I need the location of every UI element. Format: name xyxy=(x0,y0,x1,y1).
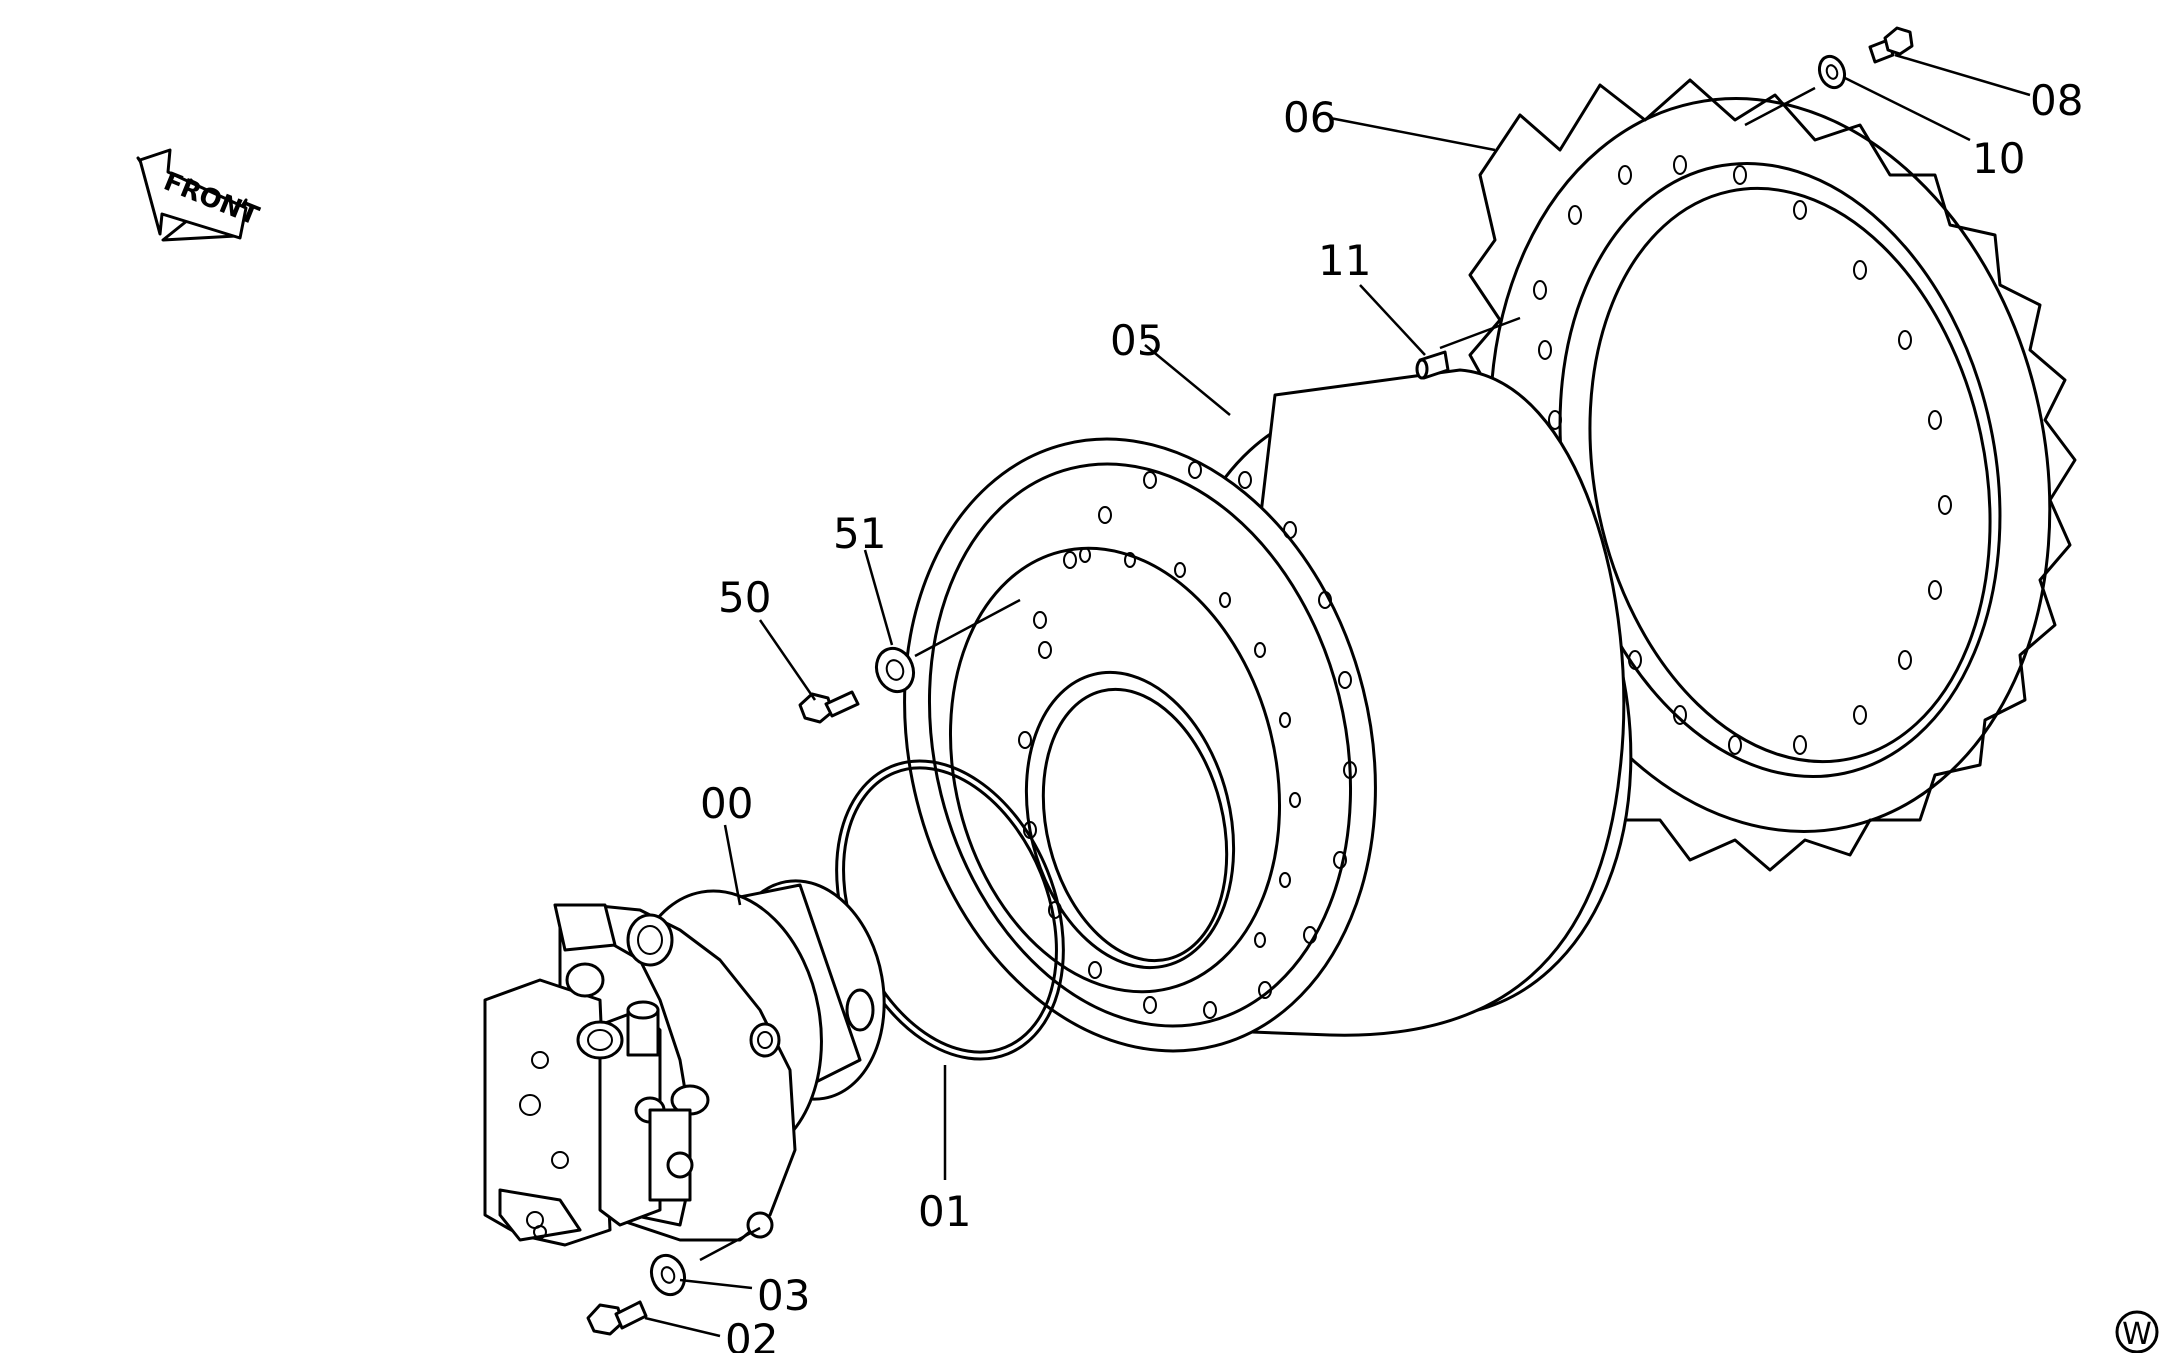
travel-motor-part xyxy=(483,879,886,1247)
callout-06: 06 xyxy=(1283,93,1336,142)
washer-51-part xyxy=(874,646,916,694)
callout-labels: 06 08 10 11 05 51 50 00 01 03 02 xyxy=(700,76,2083,1353)
callout-02: 02 xyxy=(725,1315,778,1353)
bolt-08-part xyxy=(1868,26,1914,64)
callout-11: 11 xyxy=(1318,236,1371,285)
callout-10: 10 xyxy=(1972,134,2025,183)
washer-10-part xyxy=(1817,54,1847,90)
callout-08: 08 xyxy=(2030,76,2083,125)
callout-51: 51 xyxy=(833,509,886,558)
washer-03-part xyxy=(649,1253,687,1297)
callout-50: 50 xyxy=(718,573,771,622)
bolt-02-part xyxy=(586,1300,648,1336)
front-arrow: FRONT xyxy=(136,148,263,242)
callout-00: 00 xyxy=(700,779,753,828)
corner-mark-letter: W xyxy=(2122,1317,2152,1352)
reduction-housing-part xyxy=(903,368,1633,1053)
callout-05: 05 xyxy=(1110,316,1163,365)
corner-mark: W xyxy=(2115,1310,2159,1353)
pin-11-part xyxy=(1415,350,1450,380)
callout-01: 01 xyxy=(918,1187,971,1236)
callout-03: 03 xyxy=(757,1271,810,1320)
leader-lines xyxy=(644,53,2031,1338)
bolt-50-part xyxy=(798,690,860,724)
